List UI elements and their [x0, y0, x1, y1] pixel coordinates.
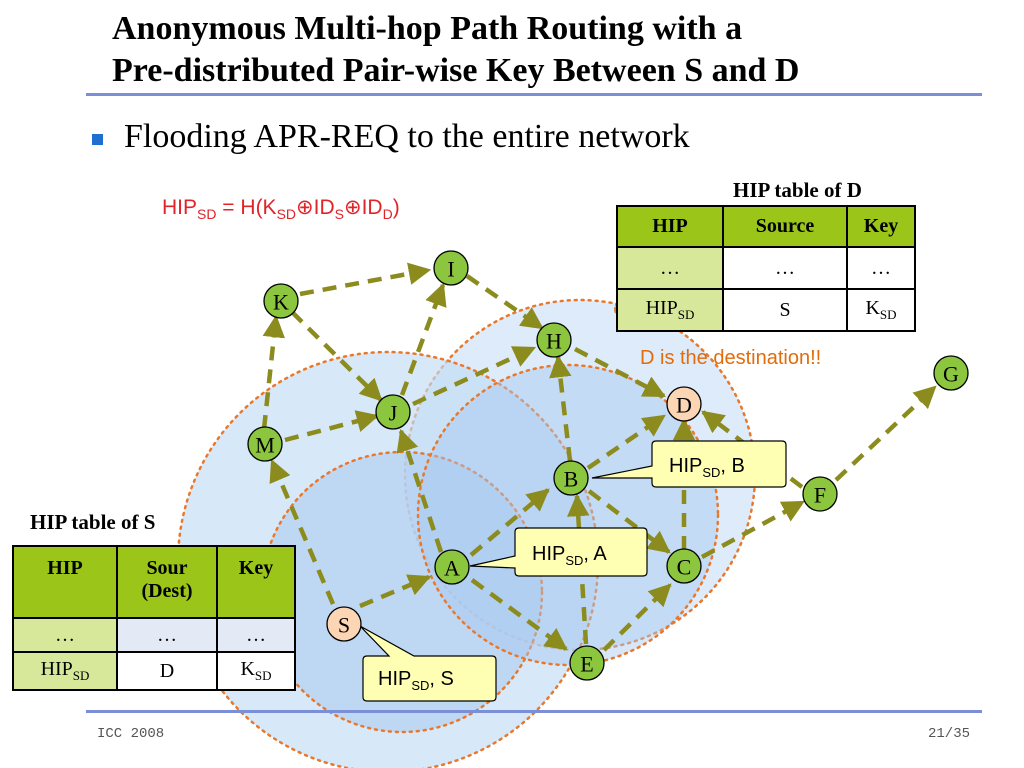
- edge-a-b: [469, 488, 550, 557]
- node-circle: [247, 426, 283, 462]
- table-d-cell: …: [616, 246, 724, 290]
- slide-title: Anonymous Multi-hop Path Routing with a …: [112, 8, 992, 92]
- node-label: H: [546, 329, 562, 354]
- svg-text:HIPSD, S: HIPSD, S: [378, 668, 454, 693]
- node-b: B: [553, 460, 589, 496]
- node-f: F: [802, 476, 838, 512]
- node-label: A: [444, 556, 460, 581]
- table-d-header-hip: HIP: [616, 205, 724, 248]
- node-circle: [666, 386, 702, 422]
- footer-rule: [86, 710, 982, 713]
- node-label: S: [338, 613, 350, 638]
- table-d-cell-source: S: [722, 288, 848, 332]
- table-d-cell-key: KSD: [846, 288, 916, 332]
- node-circle: [666, 548, 702, 584]
- node-circle: [569, 645, 605, 681]
- node-j: J: [375, 394, 411, 430]
- callout-b: HIPSD, B: [591, 440, 787, 488]
- table-s-header-source: Sour(Dest): [116, 545, 218, 619]
- node-circle: [434, 549, 470, 585]
- table-d-header-key: Key: [846, 205, 916, 248]
- callout-s: HIPSD, S: [359, 625, 497, 702]
- node-circle: [933, 355, 969, 391]
- edge-m-j: [284, 410, 380, 443]
- table-d-cell: …: [846, 246, 916, 290]
- node-label: J: [389, 401, 398, 426]
- table-d-cell: …: [722, 246, 848, 290]
- node-circle: [536, 322, 572, 358]
- table-d-title: HIP table of D: [733, 178, 862, 202]
- node-m: M: [247, 426, 283, 462]
- node-label: E: [580, 652, 593, 677]
- node-label: M: [255, 433, 275, 458]
- svg-text:HIPSD, A: HIPSD, A: [532, 543, 607, 568]
- table-s-cell: …: [216, 617, 296, 653]
- node-label: G: [943, 362, 959, 387]
- node-i: I: [433, 250, 469, 286]
- edge-i-h: [465, 274, 544, 330]
- table-s-title: HIP table of S: [30, 510, 156, 534]
- footer-conference: ICC 2008: [97, 726, 165, 742]
- node-s: S: [326, 606, 362, 642]
- title-line-2: Pre-distributed Pair-wise Key Between S …: [112, 52, 800, 89]
- table-s-cell: …: [116, 617, 218, 653]
- edge-k-j: [290, 310, 383, 402]
- table-s-header-key: Key: [216, 545, 296, 619]
- title-line-1: Anonymous Multi-hop Path Routing with a: [112, 10, 743, 47]
- node-circle: [375, 394, 411, 430]
- node-circle: [433, 250, 469, 286]
- node-c: C: [666, 548, 702, 584]
- bullet-square-icon: [92, 134, 103, 145]
- bullet-text: Flooding APR-REQ to the entire network: [124, 118, 690, 155]
- edge-j-i: [399, 282, 447, 396]
- table-s-cell: …: [12, 617, 118, 653]
- table-d-cell-hip: HIPSD: [616, 288, 724, 332]
- edge-s-a: [359, 574, 432, 609]
- node-circle: [802, 476, 838, 512]
- edge-k-i: [299, 262, 432, 297]
- node-g: G: [933, 355, 969, 391]
- node-layer: I K H G D J M B F A C S E: [247, 250, 969, 681]
- node-e: E: [569, 645, 605, 681]
- table-s-cell-key: KSD: [216, 651, 296, 691]
- destination-note: D is the destination!!: [640, 347, 821, 369]
- edge-c-f: [700, 500, 805, 559]
- table-s-cell-hip: HIPSD: [12, 651, 118, 691]
- table-s-cell-dest: D: [116, 651, 218, 691]
- edge-h-d: [573, 347, 666, 398]
- edge-b-c: [587, 489, 671, 554]
- callout-a: HIPSD, A: [469, 527, 648, 577]
- flood-arrows: [261, 262, 937, 652]
- edge-e-c: [602, 583, 672, 652]
- hip-table-d: HIP Source Key … … … HIPSD S KSD: [616, 205, 916, 332]
- edge-b-d: [586, 414, 666, 470]
- node-label: B: [564, 467, 579, 492]
- edge-b-h: [549, 354, 573, 462]
- node-label: D: [676, 393, 692, 418]
- node-circle: [326, 606, 362, 642]
- node-label: I: [447, 257, 454, 282]
- edge-m-k: [261, 314, 286, 430]
- node-circle: [553, 460, 589, 496]
- title-rule: [86, 93, 982, 96]
- node-h: H: [536, 322, 572, 358]
- node-a: A: [434, 549, 470, 585]
- node-circle: [263, 283, 299, 319]
- edge-f-g: [834, 385, 937, 482]
- node-label: C: [677, 555, 692, 580]
- svg-text:HIPSD, B: HIPSD, B: [669, 455, 745, 480]
- edge-a-e: [470, 578, 568, 651]
- node-d: D: [666, 386, 702, 422]
- hip-formula: HIPSD = H(KSD⊕IDS⊕IDD): [162, 196, 400, 222]
- hip-table-s: HIP Sour(Dest) Key … … … HIPSD D KSD: [12, 545, 296, 691]
- node-k: K: [263, 283, 299, 319]
- edge-s-m: [269, 458, 336, 605]
- node-label: K: [273, 290, 289, 315]
- edge-f-d: [701, 410, 804, 489]
- node-label: F: [814, 483, 826, 508]
- table-d-header-source: Source: [722, 205, 848, 248]
- footer-page-number: 21/35: [928, 726, 971, 742]
- table-s-header-hip: HIP: [12, 545, 118, 619]
